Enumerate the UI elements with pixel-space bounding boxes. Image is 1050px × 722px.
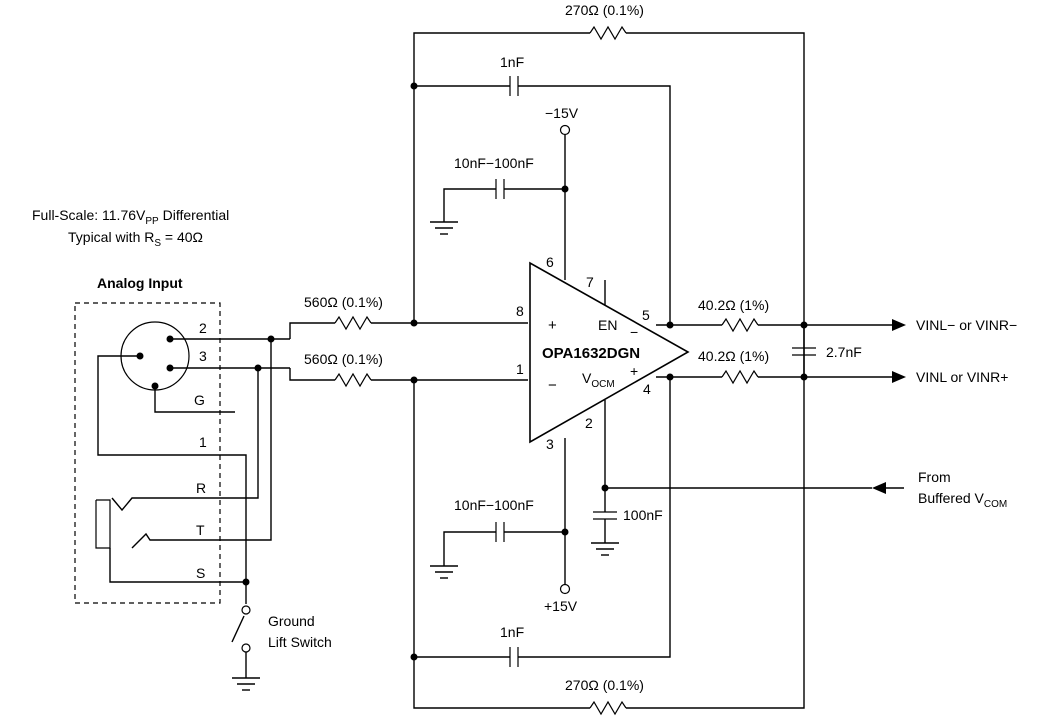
negative-supply-terminal [559,124,571,136]
output-top-arrow-icon [892,319,906,331]
neg-decoupling-label: 10nF−100nF [454,155,534,171]
feedback-resistor-bottom-label: 270Ω (0.1%) [565,677,644,693]
output-resistor-top [721,317,759,333]
ground-icon [591,542,619,556]
pin-number-5: 5 [642,307,650,323]
feedback-top-wire [413,32,590,323]
feedback-resistor-bottom [589,700,627,716]
ground-icon [430,221,458,235]
trs-jack-icon [95,499,111,549]
junction-dot [666,373,674,381]
analog-input-box [74,302,221,604]
output-bottom-label: VINL or VINR+ [916,369,1008,385]
junction-dot [254,364,262,372]
positive-supply-terminal [559,583,571,595]
opamp-en-label: EN [598,317,617,333]
switch-terminal-top [241,605,251,615]
output-resistor-bottom [721,369,759,385]
input-bottom-wire [289,368,335,381]
jack-r-label: R [196,480,206,496]
full-scale-note: Full-Scale: 11.76VPP Differential [32,207,229,227]
pin-number-1: 1 [516,361,524,377]
opamp-out-minus: − [630,324,638,340]
pin-number-3: 3 [546,436,554,452]
feedback-resistor-top-label: 270Ω (0.1%) [565,2,644,18]
opamp-vocm-label: VOCM [582,370,615,390]
output-bottom-arrow-icon [892,371,906,383]
jack-s-label: S [196,565,205,581]
input-resistor-top [334,315,372,331]
jack-ring-wire [111,368,259,512]
pin-2-label: 2 [199,320,207,336]
opamp-out-plus: + [630,363,638,379]
junction-dot [800,373,808,381]
output-top-label: VINL− or VINR− [916,317,1017,333]
input-resistor-bottom [334,372,372,388]
pin-3-label: 3 [199,348,207,364]
vcom-source-label-1: From [918,469,951,485]
vcom-source-label-2: Buffered VCOM [918,490,1007,510]
output-resistor-top-label: 40.2Ω (1%) [698,297,769,313]
pos-decoupling-label: 10nF−100nF [454,497,534,513]
pin-number-2: 2 [585,415,593,431]
feedback-bottom-wire [413,380,590,709]
feedback-cap-bottom-label: 1nF [500,624,524,640]
pin-number-7: 7 [586,274,594,290]
opamp-plus-input: + [548,317,557,334]
input-top-wire [289,322,335,339]
pin-g-wire [154,386,235,413]
opamp-part-number: OPA1632DGN [542,345,640,362]
pin-number-6: 6 [546,254,554,270]
junction-dot [800,321,808,329]
negative-supply-label: −15V [545,105,579,121]
junction-dot [410,82,418,90]
feedback-top-wire-2 [626,32,805,380]
feedback-cap-top-label: 1nF [500,54,524,70]
switch-terminal-bottom [241,643,251,653]
junction-dot [410,653,418,661]
feedback-bottom-wire-2 [626,325,805,709]
ground-lift-label-2: Lift Switch [268,634,332,650]
analog-input-title: Analog Input [97,275,183,291]
vcom-input-arrow-icon [872,482,886,494]
input-resistor-top-label: 560Ω (0.1%) [304,294,383,310]
pin-1-label: 1 [199,434,207,450]
junction-dot [267,335,275,343]
positive-supply-label: +15V [544,598,578,614]
opamp-triangle [529,261,690,444]
source-resistance-note: Typical with RS = 40Ω [68,229,203,249]
junction-dot [666,321,674,329]
pos-decoupling-ground-wire [443,531,496,566]
vocm-cap-label: 100nF [623,507,663,523]
ground-icon [430,565,458,579]
pin-number-4: 4 [643,381,651,397]
ground-icon [232,677,260,691]
output-resistor-bottom-label: 40.2Ω (1%) [698,348,769,364]
pin-g-label: G [194,392,205,408]
feedback-cap-top-wire-2 [518,85,671,325]
jack-t-label: T [196,522,205,538]
vocm-wire [604,400,872,489]
jack-tip-wire [131,339,272,549]
opamp-minus-input: − [548,377,557,394]
pin-number-8: 8 [516,303,524,319]
jack-sleeve-wire [109,548,246,583]
pin-1-wire [97,355,247,582]
input-resistor-bottom-label: 560Ω (0.1%) [304,351,383,367]
feedback-cap-bottom-wire-2 [518,377,671,658]
ground-lift-switch-icon [231,615,245,643]
feedback-resistor-top [589,25,627,41]
ground-lift-label-1: Ground [268,613,315,629]
neg-decoupling-ground-wire [443,188,496,222]
output-filter-cap-label: 2.7nF [826,344,862,360]
